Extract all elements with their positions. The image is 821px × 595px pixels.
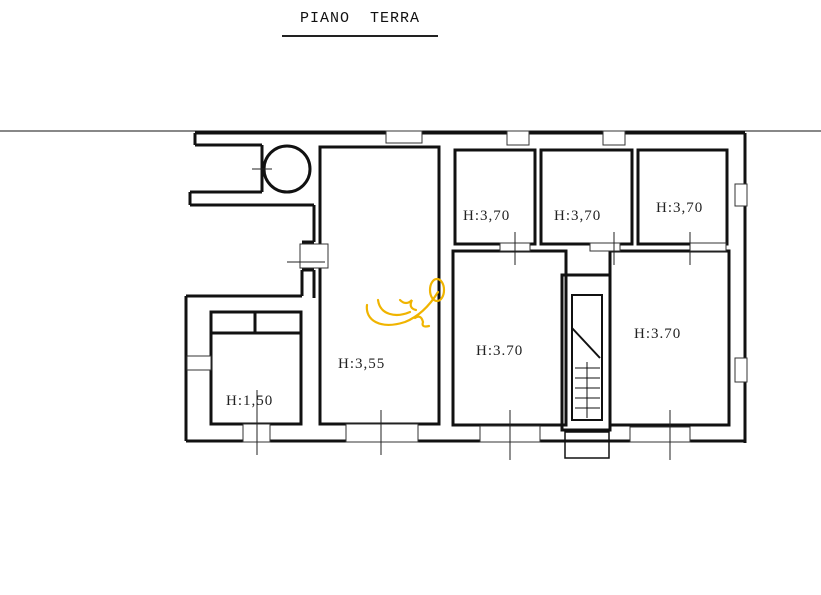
title-underline	[282, 35, 438, 37]
room-label-top-1: H:3,70	[463, 208, 511, 224]
room-label-right: H:3.70	[634, 326, 682, 342]
room-label-bathroom: H:1,50	[226, 393, 274, 409]
room-label-hall: H:3,55	[338, 356, 386, 372]
room-label-top-3: H:3,70	[656, 200, 704, 216]
signature-annotation	[365, 277, 446, 328]
room-label-middle: H:3.70	[476, 343, 524, 359]
walls	[0, 130, 821, 459]
room-label-top-2: H:3,70	[554, 208, 602, 224]
plan-title: PIANO TERRA	[299, 10, 421, 27]
